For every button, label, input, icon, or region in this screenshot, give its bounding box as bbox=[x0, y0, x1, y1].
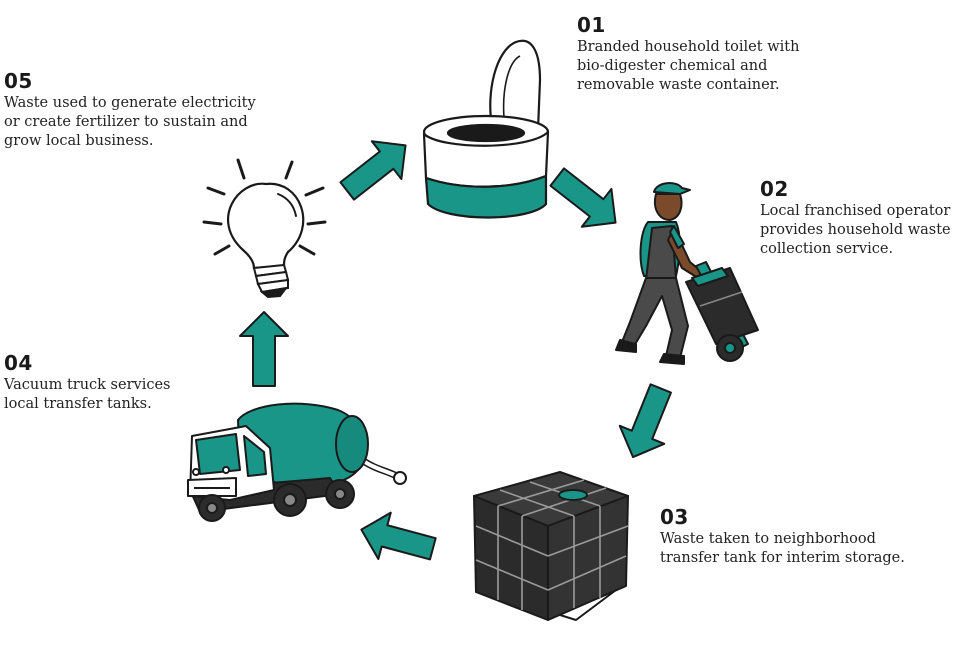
step-05: 05 Waste used to generate electricity or… bbox=[4, 70, 256, 151]
step-04: 04 Vacuum truck services local transfer … bbox=[4, 352, 170, 414]
toilet-icon bbox=[422, 39, 550, 219]
step-01-number: 01 bbox=[577, 13, 606, 37]
step-04-number: 04 bbox=[4, 351, 33, 375]
step-05-description: Waste used to generate electricity or cr… bbox=[4, 94, 256, 151]
step-03-line-1: Waste taken to neighborhood bbox=[660, 531, 876, 547]
step-01-line-3: removable waste container. bbox=[577, 77, 780, 93]
step-05-line-2: or create fertilizer to sustain and bbox=[4, 114, 248, 130]
step-03-description: Waste taken to neighborhood transfer tan… bbox=[660, 530, 905, 568]
step-01-line-1: Branded household toilet with bbox=[577, 39, 800, 55]
step-02-line-2: provides household waste bbox=[760, 222, 951, 238]
step-03-number: 03 bbox=[660, 505, 689, 529]
arrow-04-to-05 bbox=[239, 311, 289, 387]
step-02: 02 Local franchised operator provides ho… bbox=[760, 178, 951, 259]
step-01-description: Branded household toilet with bio-digest… bbox=[577, 38, 799, 95]
step-04-description: Vacuum truck services local transfer tan… bbox=[4, 376, 170, 414]
light-bulb-icon bbox=[202, 158, 327, 299]
step-02-description: Local franchised operator provides house… bbox=[760, 202, 951, 259]
step-02-line-3: collection service. bbox=[760, 241, 894, 257]
vacuum-truck-icon bbox=[187, 402, 407, 522]
step-05-line-1: Waste used to generate electricity bbox=[4, 95, 256, 111]
step-05-line-3: grow local business. bbox=[4, 133, 154, 149]
arrow-05-to-01 bbox=[331, 125, 422, 211]
step-04-line-2: local transfer tanks. bbox=[4, 396, 152, 412]
transfer-tank-icon bbox=[473, 471, 629, 621]
step-02-line-1: Local franchised operator bbox=[760, 203, 951, 219]
operator-handtruck-icon bbox=[615, 182, 759, 365]
step-05-number: 05 bbox=[4, 69, 33, 93]
step-03: 03 Waste taken to neighborhood transfer … bbox=[660, 506, 905, 568]
arrow-01-to-02 bbox=[541, 157, 632, 243]
step-04-line-1: Vacuum truck services bbox=[4, 377, 171, 393]
step-03-line-2: transfer tank for interim storage. bbox=[660, 550, 905, 566]
step-02-number: 02 bbox=[760, 177, 789, 201]
arrow-03-to-04 bbox=[354, 505, 441, 573]
step-01: 01 Branded household toilet with bio-dig… bbox=[577, 14, 799, 95]
step-01-line-2: bio-digester chemical and bbox=[577, 58, 768, 74]
arrow-02-to-03 bbox=[609, 378, 684, 468]
